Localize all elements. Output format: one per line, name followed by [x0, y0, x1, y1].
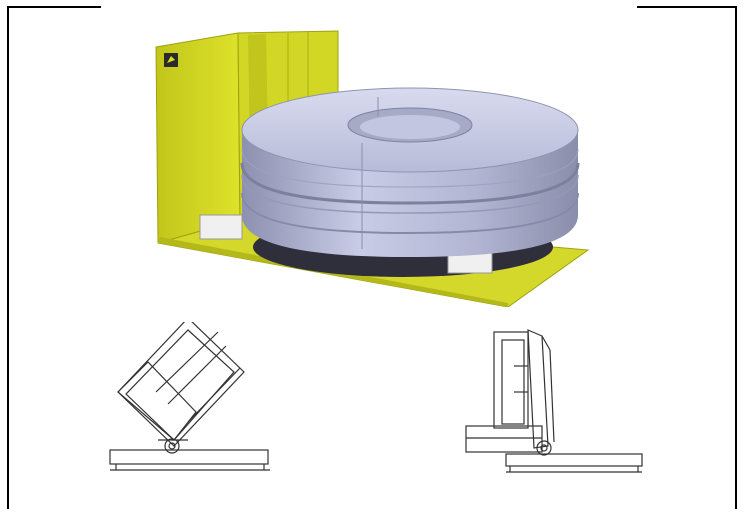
- brand-logo-icon: [164, 53, 178, 67]
- upender-upright-drawing: [465, 329, 643, 473]
- support-blocks: [199, 214, 493, 274]
- steel-coil: [240, 87, 580, 257]
- coil-upender-photo: [155, 30, 590, 307]
- upender-tilted-drawing: [109, 322, 270, 471]
